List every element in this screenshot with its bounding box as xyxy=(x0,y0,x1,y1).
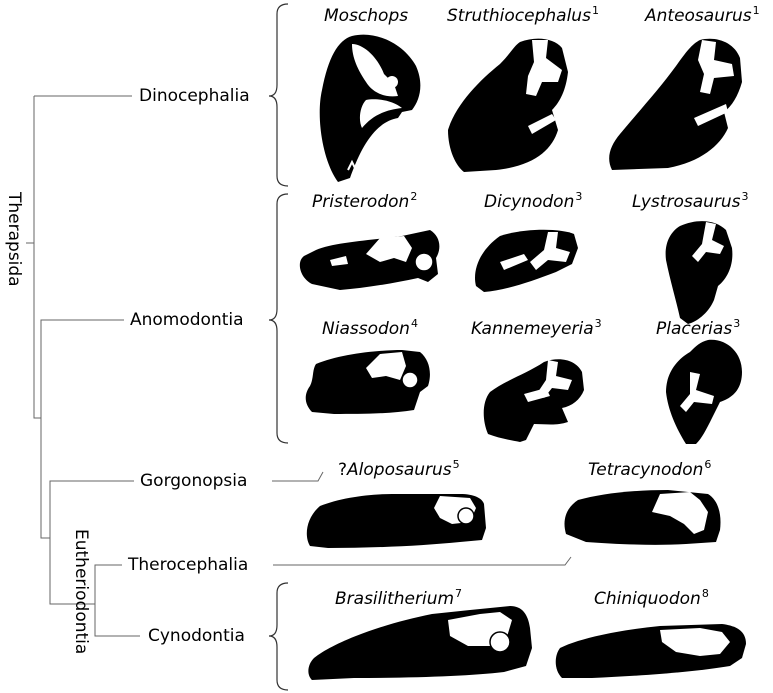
species-label-chiniquodon: Chiniquodon8 xyxy=(594,587,709,609)
skull-chiniquodon xyxy=(555,624,746,678)
branch-theriodontia xyxy=(40,418,50,539)
skull-silhouettes xyxy=(299,34,746,680)
species-label-anteosaurus: Anteosaurus1 xyxy=(645,4,760,26)
branch-gorgonopsia xyxy=(49,480,134,538)
species-label-struthiocephalus: Struthiocephalus1 xyxy=(447,4,599,26)
clade-label-therapsida: Therapsida xyxy=(4,192,24,287)
clade-label-gorgonopsia: Gorgonopsia xyxy=(140,471,248,491)
branch-therapsida-stem xyxy=(33,96,41,419)
skull-pristerodon xyxy=(299,230,440,290)
branch-cynodontia xyxy=(94,604,140,637)
skull-aloposaurus xyxy=(306,494,486,548)
skull-tetracynodon xyxy=(564,490,721,545)
pointer-therocephalia xyxy=(273,556,572,566)
brace-cynodontia xyxy=(268,582,289,691)
species-label-tetracynodon: Tetracynodon6 xyxy=(588,458,712,480)
group-braces xyxy=(268,3,289,691)
species-label-aloposaurus: ?Aloposaurus5 xyxy=(338,458,460,480)
cladogram-tree xyxy=(26,95,572,637)
clade-label-anomodontia: Anomodontia xyxy=(130,310,244,330)
clade-label-therocephalia: Therocephalia xyxy=(128,555,249,575)
species-label-placerias: Placerias3 xyxy=(656,317,741,339)
clade-label-cynodontia: Cynodontia xyxy=(148,626,245,646)
species-label-niassodon: Niassodon4 xyxy=(322,317,418,339)
skull-placerias xyxy=(666,339,742,444)
species-label-pristerodon: Pristerodon2 xyxy=(312,190,418,212)
skull-struthiocephalus xyxy=(448,38,568,172)
clade-label-dinocephalia: Dinocephalia xyxy=(139,86,250,106)
brace-dinocephalia xyxy=(268,3,289,187)
branch-anomodontia xyxy=(40,319,124,418)
skull-niassodon xyxy=(305,350,430,414)
species-label-dicynodon: Dicynodon3 xyxy=(484,190,583,212)
species-label-brasilitherium: Brasilitherium7 xyxy=(335,587,463,609)
branch-therocephalia xyxy=(94,564,122,604)
species-label-moschops: Moschops xyxy=(324,6,409,26)
clade-label-eutheriodontia: Eutheriodontia xyxy=(71,529,91,655)
skull-dicynodon xyxy=(475,229,578,292)
skull-lystrosaurus xyxy=(665,221,733,324)
species-label-kannemeyeria: Kannemeyeria3 xyxy=(471,317,602,339)
skull-anteosaurus xyxy=(609,38,742,170)
branch-eutheriodontia xyxy=(49,538,95,605)
pointer-gorgonopsia xyxy=(272,471,324,482)
species-label-lystrosaurus: Lystrosaurus3 xyxy=(632,190,749,212)
skull-brasilitherium xyxy=(308,606,532,680)
brace-anomodontia xyxy=(268,193,289,444)
skull-kannemeyeria xyxy=(483,359,584,442)
skull-moschops xyxy=(319,34,421,182)
